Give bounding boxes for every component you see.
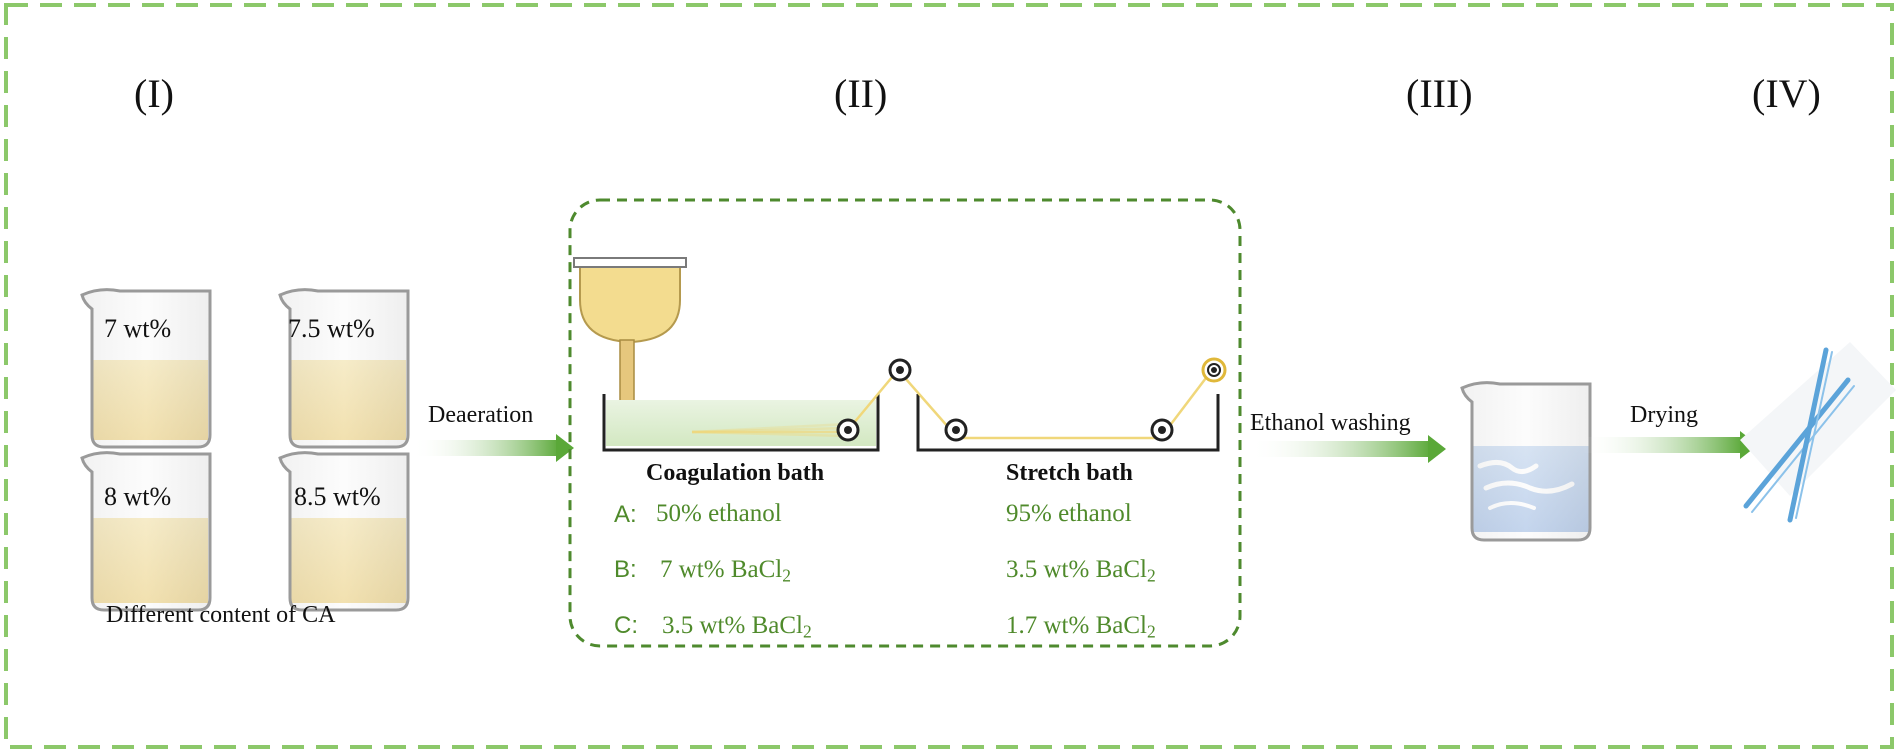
coagulation-bath-title: Coagulation bath <box>646 460 825 486</box>
ethanol-washing-label: Ethanol washing <box>1250 410 1411 436</box>
stage-label-4: (IV) <box>1752 71 1821 116</box>
condition-c-coagulation: 3.5 wt% BaCl2 <box>662 612 812 642</box>
condition-c-stretch: 1.7 wt% BaCl2 <box>1006 612 1156 642</box>
condition-b-coagulation: 7 wt% BaCl2 <box>660 556 791 586</box>
beaker-1-label: 7 wt% <box>104 314 172 343</box>
drying-arrow-shaft <box>1582 437 1744 453</box>
beaker-2 <box>278 288 410 449</box>
stage-label-3: (III) <box>1406 71 1473 116</box>
outer-frame <box>4 3 1894 749</box>
roller-1 <box>836 418 860 442</box>
dried-fibers <box>1740 342 1896 523</box>
beaker-2-label: 7.5 wt% <box>288 314 375 343</box>
condition-a-coagulation: 50% ethanol <box>656 500 782 527</box>
beaker-3-label: 8 wt% <box>104 482 172 511</box>
roller-2 <box>888 358 912 382</box>
deaeration-arrow-shaft <box>412 440 560 456</box>
beaker-4 <box>278 451 410 612</box>
roller-5 <box>1201 357 1227 383</box>
condition-b-key: B: <box>614 556 637 583</box>
beakers-caption: Different content of CA <box>106 602 336 628</box>
washing-beaker <box>1460 381 1592 542</box>
condition-b-stretch: 3.5 wt% BaCl2 <box>1006 556 1156 586</box>
roller-3 <box>944 418 968 442</box>
washing-arrow-shaft <box>1250 441 1432 457</box>
fiber-path <box>691 369 1213 440</box>
beaker-1 <box>80 288 212 449</box>
stretch-bath-title: Stretch bath <box>1006 460 1133 486</box>
washing-arrow-head <box>1428 435 1446 463</box>
coagulation-bath <box>602 394 880 452</box>
stretch-bath <box>916 394 1220 452</box>
beaker-3 <box>80 451 212 612</box>
condition-a-key: A: <box>614 501 637 528</box>
beaker-4-label: 8.5 wt% <box>294 482 381 511</box>
condition-c-key: C: <box>614 612 638 639</box>
spinning-box <box>568 198 1242 648</box>
stage-label-1: (I) <box>134 71 174 116</box>
condition-a-stretch: 95% ethanol <box>1006 500 1132 527</box>
drying-label: Drying <box>1630 402 1698 428</box>
stage-label-2: (II) <box>834 71 888 116</box>
deaeration-label: Deaeration <box>428 402 534 428</box>
deaeration-arrow-head <box>556 434 574 462</box>
roller-4 <box>1150 418 1174 442</box>
